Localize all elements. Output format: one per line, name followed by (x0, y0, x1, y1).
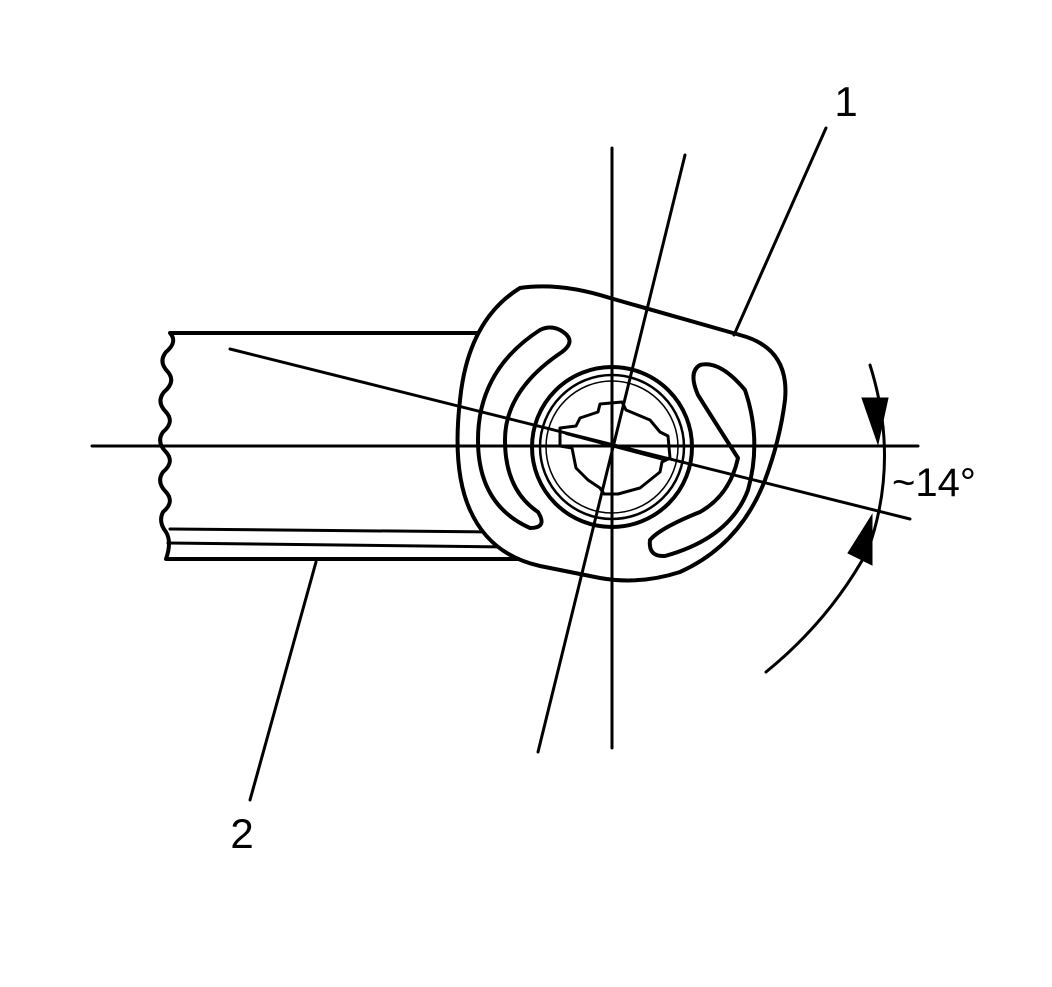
callout-label-1: 1 (834, 78, 857, 125)
angle-dimension (764, 363, 889, 674)
leader-part-1 (732, 126, 828, 337)
tilted-vertical-axis (536, 153, 687, 754)
center-mark (565, 433, 665, 461)
leader-lines (248, 126, 828, 802)
shaft-part-2 (158, 331, 530, 561)
angle-label: ~14° (892, 461, 976, 505)
shaft-outline (158, 331, 530, 561)
arrow-bottom-icon (847, 513, 873, 566)
tilted-horizontal-axis (228, 347, 912, 521)
left-slot (476, 325, 572, 530)
right-slot (647, 362, 757, 559)
shaft-inner-edge (168, 527, 499, 534)
leader-part-2 (248, 560, 318, 802)
callout-label-2: 2 (230, 810, 253, 857)
reference-lines (90, 146, 920, 754)
arrow-top-icon (861, 397, 889, 446)
shaft-inner-edge-2 (166, 541, 512, 549)
